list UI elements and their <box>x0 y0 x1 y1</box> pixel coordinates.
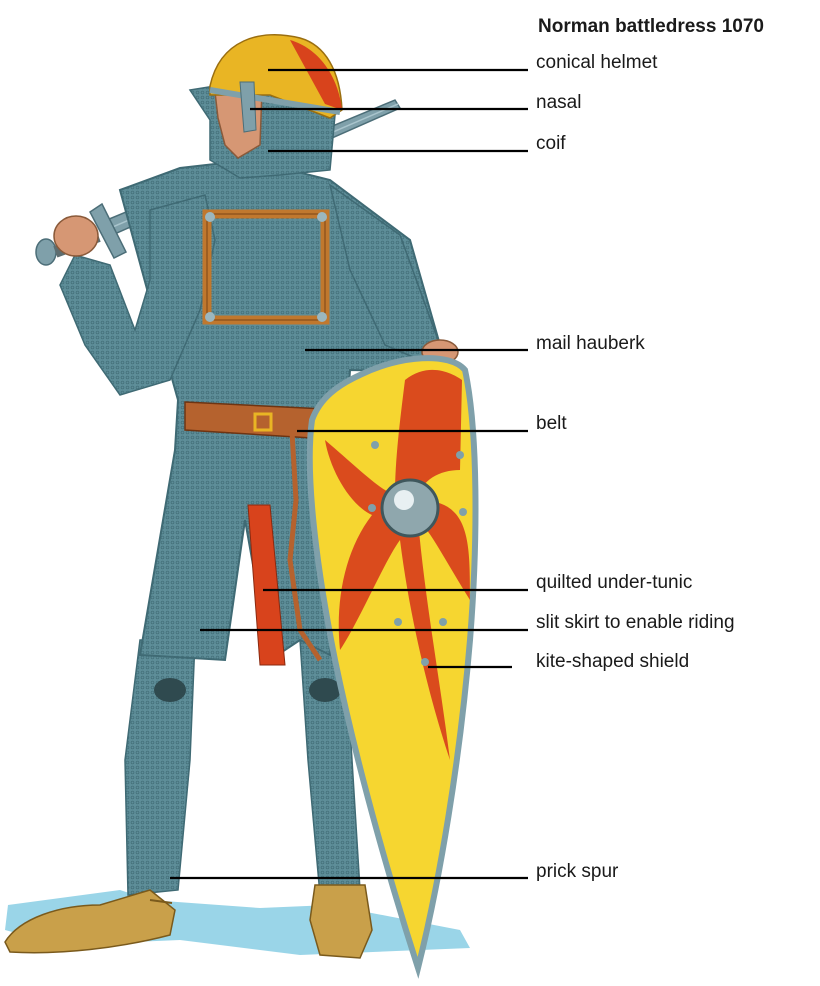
right-shoe <box>310 885 372 958</box>
knee-pad <box>154 678 186 702</box>
fist <box>54 216 98 256</box>
label-nasal: nasal <box>536 93 581 112</box>
label-quilted-under-tunic: quilted under-tunic <box>536 573 692 592</box>
label-kite-shaped-shield: kite-shaped shield <box>536 652 689 671</box>
label-coif: coif <box>536 134 566 153</box>
label-conical-helmet: conical helmet <box>536 53 657 72</box>
diagram-title: Norman battledress 1070 <box>538 16 764 38</box>
knee-pad <box>309 678 341 702</box>
sword-pommel <box>36 239 56 265</box>
label-mail-hauberk: mail hauberk <box>536 334 645 353</box>
label-prick-spur: prick spur <box>536 862 618 881</box>
label-belt: belt <box>536 414 567 433</box>
left-leg <box>125 640 195 895</box>
label-slit-skirt: slit skirt to enable riding <box>536 613 735 632</box>
